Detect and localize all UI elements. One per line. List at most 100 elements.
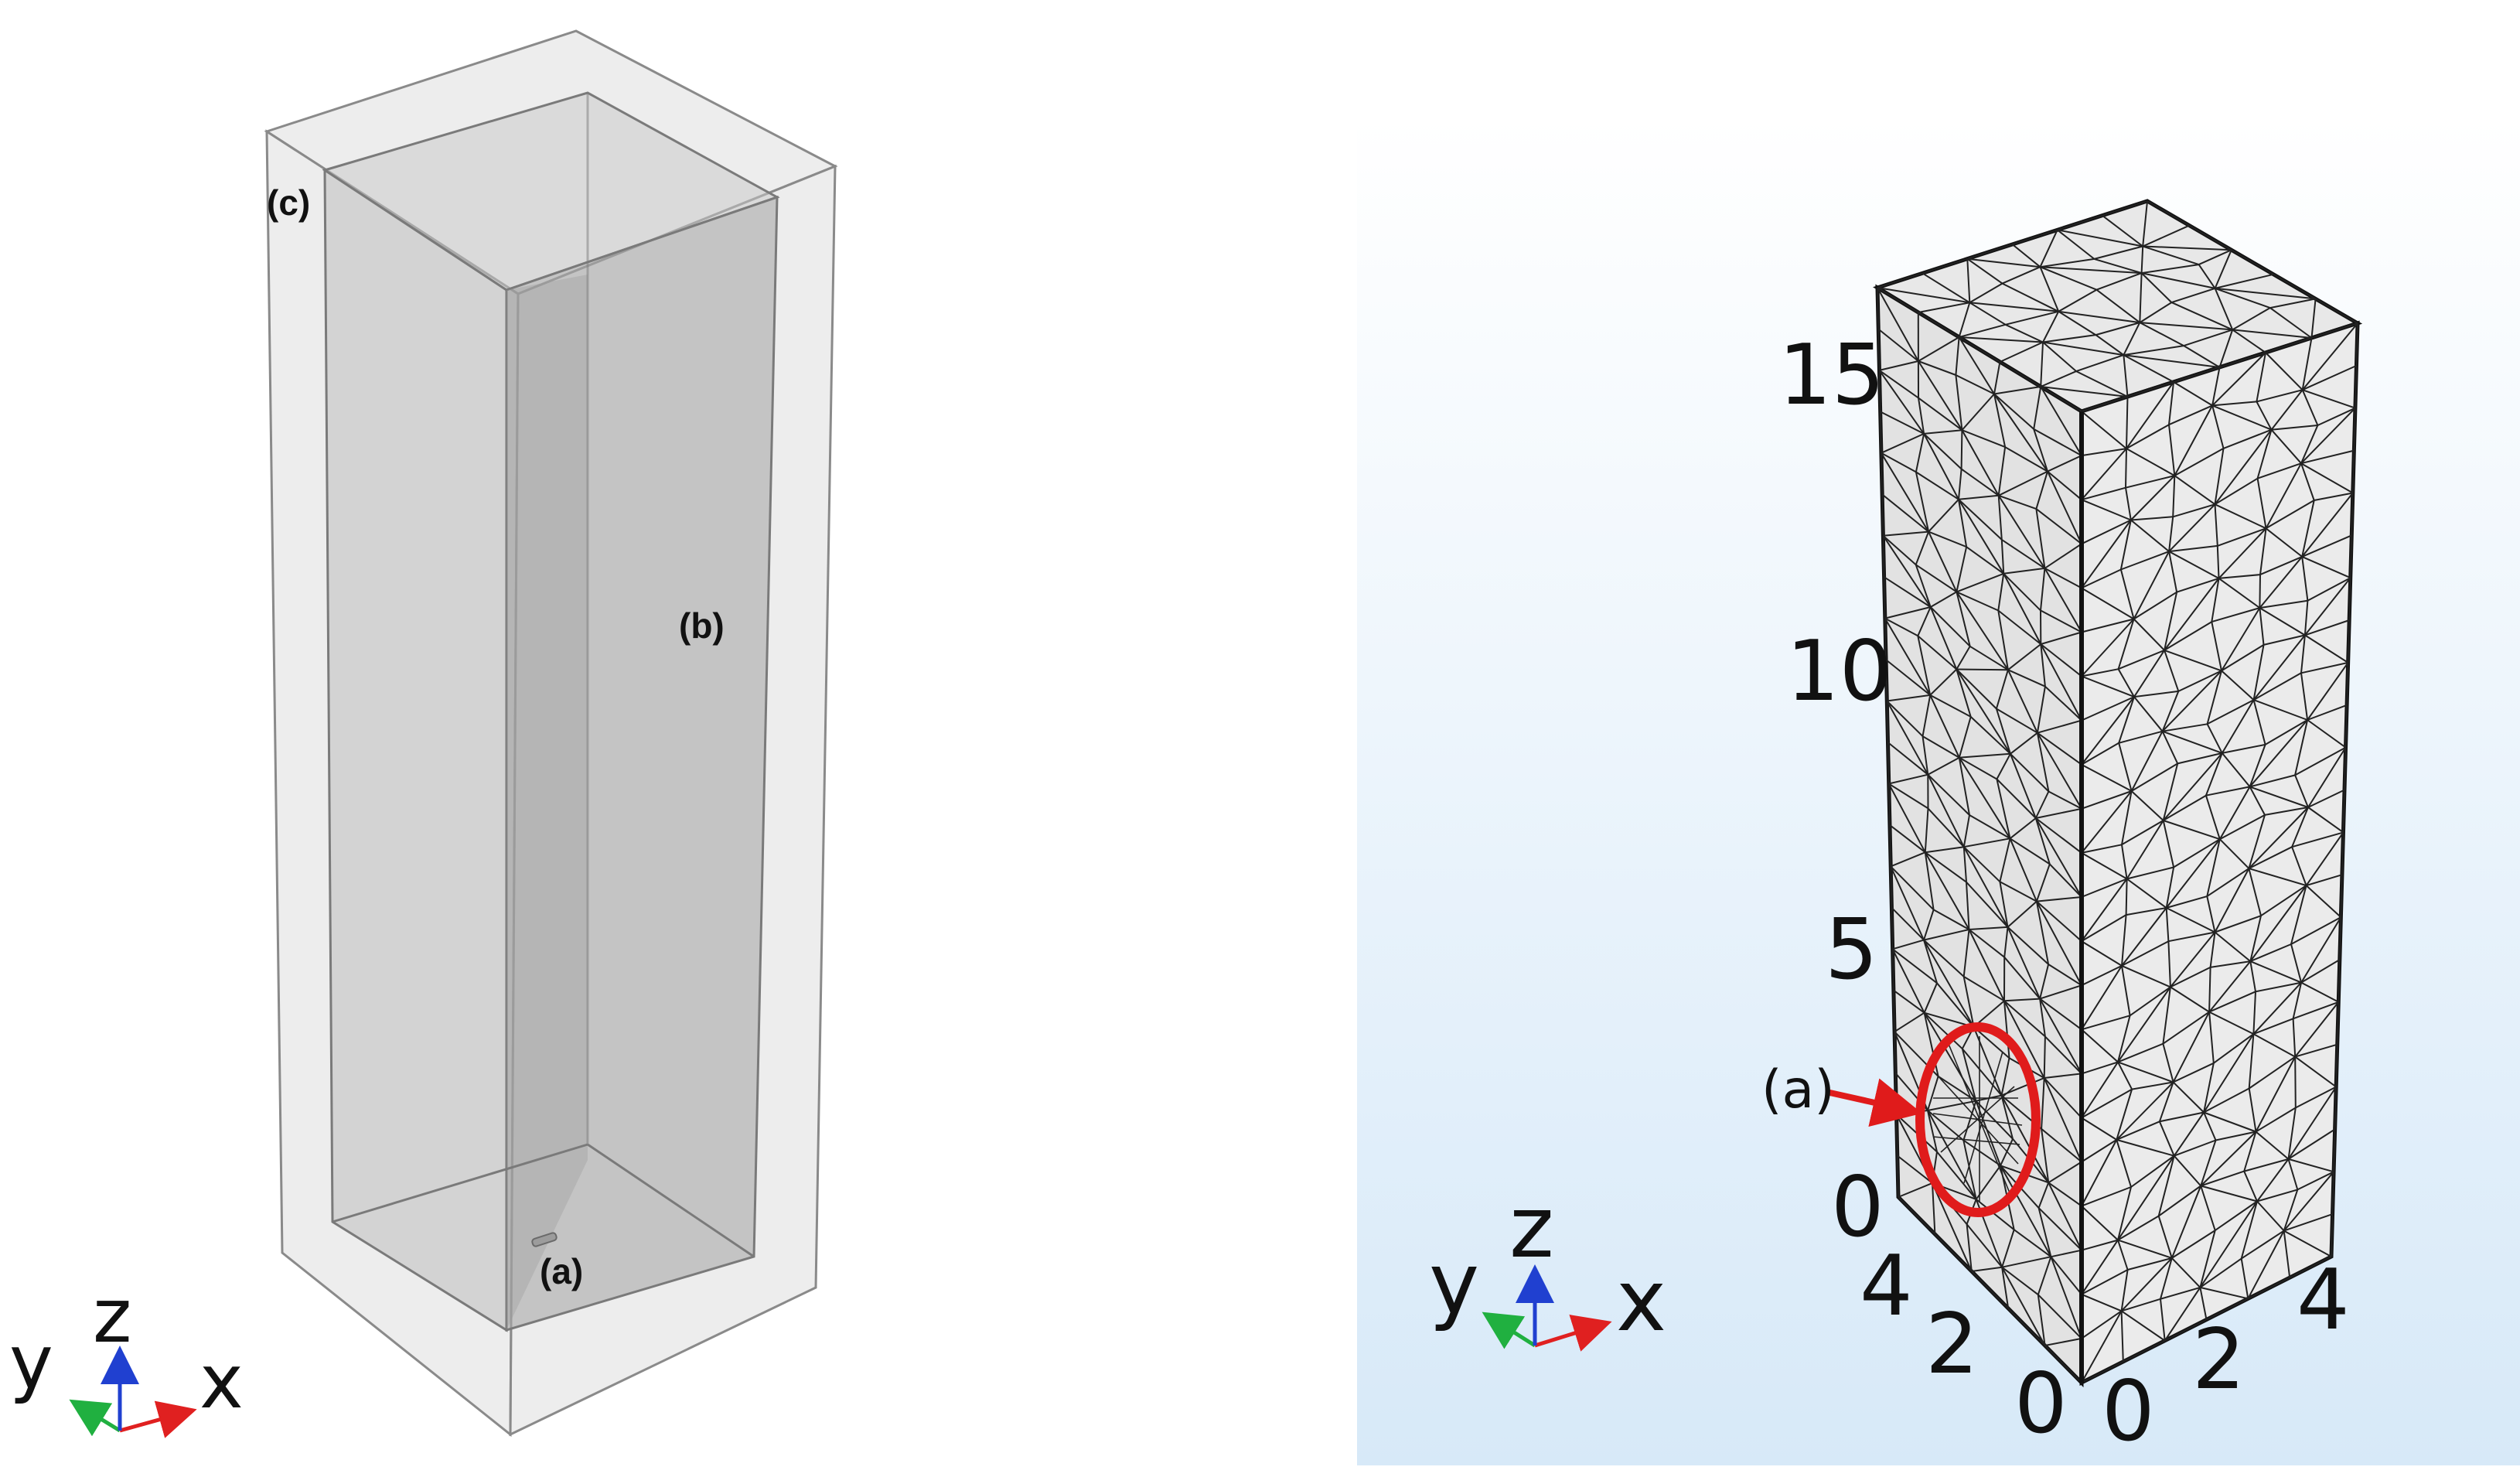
- mesh-edge: [2200, 1140, 2217, 1186]
- mesh-edge: [2351, 450, 2355, 493]
- mesh-edge: [2271, 425, 2318, 431]
- mesh-edge: [1923, 1012, 1977, 1102]
- mesh-edge: [2307, 704, 2348, 721]
- mesh-edge: [1958, 716, 1972, 758]
- mesh-edge: [2249, 885, 2307, 962]
- mesh-edge: [2081, 1139, 2117, 1163]
- mesh-edge: [1927, 807, 1965, 848]
- mesh-edge: [2214, 448, 2225, 505]
- mesh-edge: [2240, 1258, 2249, 1299]
- mesh-edge: [1927, 1110, 1964, 1141]
- mesh-edge: [2215, 1200, 2258, 1231]
- mesh-edge: [2001, 1267, 2010, 1309]
- mesh-edge: [2002, 282, 2059, 312]
- mesh-edge: [2206, 868, 2249, 897]
- mesh-edge: [2300, 959, 2341, 984]
- mesh-edge: [2210, 960, 2251, 968]
- mesh-edge: [2243, 1171, 2258, 1202]
- mesh-edge: [2216, 545, 2220, 578]
- mesh-edge: [2001, 539, 2045, 569]
- mesh-edge: [1975, 1165, 2001, 1200]
- mesh-edge: [2264, 807, 2309, 816]
- mesh-edge: [1958, 302, 1971, 338]
- mesh-edge: [2317, 407, 2356, 426]
- mesh-edge: [2043, 1036, 2046, 1079]
- mesh-edge: [2292, 1018, 2297, 1057]
- mesh-edge: [1891, 907, 1894, 950]
- mesh-edge: [1918, 302, 1970, 313]
- mesh-edge: [2310, 298, 2317, 339]
- mesh-edge: [1884, 576, 1932, 608]
- mesh-edge: [1969, 814, 2010, 840]
- mesh-edge: [2035, 901, 2050, 965]
- mesh-edge: [2249, 868, 2307, 887]
- mesh-edge: [1997, 495, 2003, 540]
- mesh-edge: [1887, 742, 1890, 784]
- mesh-edge: [2047, 471, 2082, 544]
- mesh-edge: [2133, 690, 2179, 698]
- mesh-edge: [2094, 245, 2143, 260]
- mesh-edge: [2010, 732, 2038, 755]
- mesh-edge: [2200, 1185, 2258, 1202]
- mesh-edge: [1973, 1026, 2010, 1059]
- mesh-edge: [2130, 516, 2174, 521]
- mesh-edge: [1966, 244, 2013, 260]
- mesh-edge: [2003, 926, 2009, 957]
- mesh-edge: [1892, 939, 1925, 950]
- mesh-edge: [2040, 386, 2082, 412]
- mesh-edge: [2287, 1107, 2297, 1160]
- mesh-edge: [2044, 543, 2082, 569]
- mesh-edge: [2270, 389, 2303, 431]
- mesh-edge: [1895, 1114, 1898, 1156]
- mesh-edge: [2158, 1082, 2174, 1122]
- mesh-edge: [2160, 1298, 2166, 1341]
- mesh-edge: [2340, 875, 2343, 918]
- mesh-edge: [2081, 878, 2128, 942]
- mesh-edge: [2081, 411, 2127, 449]
- mesh-edge: [1877, 287, 1919, 362]
- mesh-edge: [2081, 618, 2134, 633]
- mesh-edge: [2033, 428, 2048, 472]
- mesh-edge: [1878, 370, 1919, 399]
- mesh-edge: [2256, 1189, 2298, 1202]
- mesh-edge: [2050, 1256, 2082, 1295]
- left-triad-x-arrow: [119, 1400, 197, 1438]
- mesh-edge: [2118, 742, 2133, 792]
- mesh-edge: [1922, 694, 1932, 737]
- mesh-edge: [2168, 551, 2219, 579]
- mesh-edge: [2168, 931, 2215, 943]
- mesh-edge: [2167, 941, 2171, 988]
- mesh-edge: [2094, 258, 2142, 275]
- mesh-edge: [1882, 534, 1917, 566]
- mesh-edge: [2300, 425, 2319, 464]
- mesh-edge: [1894, 1011, 1925, 1033]
- mesh-edge: [2162, 1043, 2174, 1083]
- mesh-edge: [2140, 322, 2233, 331]
- mesh-edge: [1966, 882, 2009, 928]
- mesh-edge: [2215, 503, 2266, 530]
- mesh-edge: [1929, 668, 1957, 696]
- mesh-edge: [1933, 909, 1969, 930]
- mesh-edge: [2255, 1131, 2290, 1160]
- mesh-edge: [2121, 1310, 2166, 1342]
- mesh-edge: [1966, 546, 2004, 575]
- mesh-edge: [2302, 389, 2356, 409]
- mesh-edge: [2355, 322, 2358, 366]
- mesh-edge: [2147, 200, 2190, 227]
- mesh-edge: [2010, 753, 2050, 793]
- mesh-edge: [1886, 700, 1924, 737]
- mesh-edge: [2141, 264, 2199, 275]
- mesh-edge: [2259, 607, 2265, 646]
- mesh-edge: [1887, 783, 1891, 825]
- mesh-edge: [1884, 617, 1918, 637]
- mesh-edge: [1956, 591, 1999, 612]
- mesh-edge: [2173, 1155, 2201, 1187]
- mesh-edge: [2037, 1207, 2052, 1257]
- mesh-edge: [1932, 1182, 1973, 1272]
- mesh-edge: [2037, 1295, 2046, 1346]
- mesh-edge: [2036, 896, 2082, 902]
- refined-region-callout: (a): [1761, 1022, 2041, 1217]
- mesh-edge: [2294, 1001, 2340, 1058]
- mesh-edge: [1969, 302, 2007, 326]
- mesh-edge: [2291, 831, 2344, 848]
